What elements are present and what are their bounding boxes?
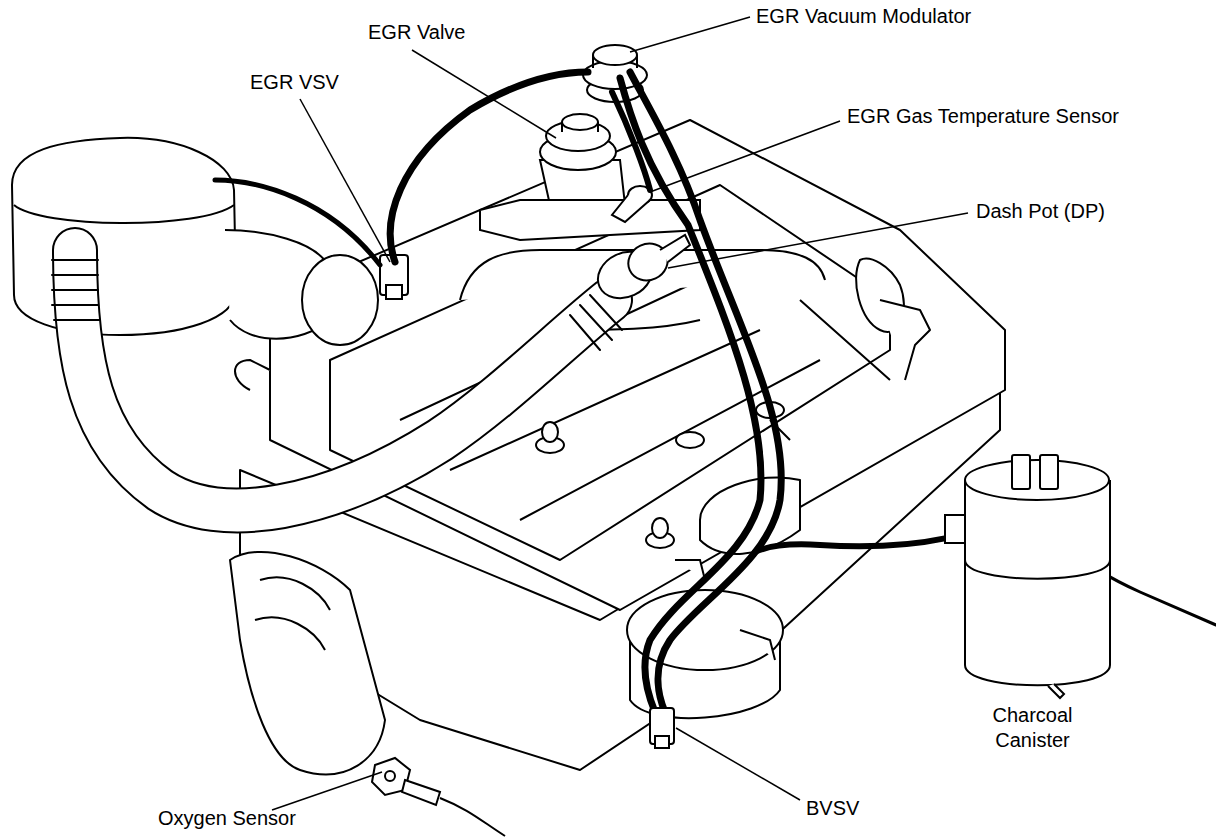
charcoal-canister-part — [965, 480, 1110, 685]
label-anchor: EGR Valve — [368, 20, 465, 45]
egr-valve-part — [562, 122, 598, 132]
charcoal-canister-part — [965, 460, 1109, 500]
spark-plug-bosses-part — [542, 422, 558, 442]
spark-plug-bosses-part — [675, 420, 790, 580]
air-cleaner-part — [12, 138, 236, 335]
leader-lines-part — [668, 213, 968, 268]
part-label: Charcoal Canister — [975, 703, 1090, 753]
vacuum-hoses-part — [390, 72, 588, 262]
dash-pot — [590, 235, 690, 307]
intake-hose-part — [52, 260, 622, 350]
bvsv — [650, 708, 674, 748]
air-cleaner-part — [302, 255, 378, 345]
part-label: EGR Valve — [368, 20, 465, 45]
leader-lines — [272, 17, 968, 810]
vacuum-hoses — [215, 72, 1216, 712]
distributor-part — [740, 630, 775, 660]
vacuum-hoses-part — [620, 78, 761, 712]
leader-lines-part — [650, 121, 840, 192]
leader-lines-part — [272, 772, 382, 810]
intake-hose — [52, 250, 622, 510]
leader-lines-part — [630, 17, 750, 52]
egr-valve — [480, 114, 700, 240]
air-cleaner-part — [14, 205, 234, 223]
dash-pot-part — [622, 237, 673, 287]
engine-block-part — [230, 552, 385, 774]
engine-block-part — [235, 360, 270, 390]
part-label: EGR Gas Temperature Sensor — [847, 104, 1119, 129]
spark-plug-bosses-part — [652, 518, 668, 538]
bvsv-part — [655, 736, 669, 748]
charcoal-canister-part — [1048, 684, 1064, 698]
charcoal-canister — [945, 455, 1110, 698]
egr-gas-temperature-sensor-part — [612, 195, 650, 222]
dash-pot-part — [660, 235, 690, 262]
leader-lines-part — [412, 50, 556, 138]
engine-block-part — [880, 300, 930, 380]
label-anchor: BVSV — [806, 796, 859, 821]
label-anchor: EGR Gas Temperature Sensor — [847, 104, 1119, 129]
charcoal-canister-part — [965, 560, 1110, 579]
oxygen-sensor — [372, 758, 505, 836]
engine-block-part — [330, 185, 890, 560]
egr-gas-temperature-sensor — [612, 186, 652, 222]
label-anchor: Dash Pot (DP) — [976, 199, 1105, 224]
engine-block — [230, 120, 1005, 774]
charcoal-canister-part — [945, 515, 967, 543]
leader-lines-part — [300, 99, 390, 262]
part-label: BVSV — [806, 796, 859, 821]
engine-block-part — [255, 577, 330, 650]
label-anchor: Charcoal Canister — [975, 703, 1090, 753]
charcoal-canister-part — [1040, 455, 1058, 489]
leader-lines-part — [676, 728, 800, 800]
oxygen-sensor-part — [440, 798, 505, 836]
vacuum-hoses-part — [215, 180, 380, 265]
egr-vacuum-modulator-part — [593, 55, 637, 68]
intake-hose-part — [75, 250, 610, 510]
egr-vsv-part — [386, 285, 402, 299]
intake-hose-part — [75, 250, 610, 510]
egr-vacuum-modulator-part — [593, 45, 637, 65]
spark-plug-bosses-part — [676, 432, 704, 448]
oxygen-sensor-part — [385, 771, 395, 781]
egr-valve-part — [562, 114, 598, 130]
egr-valve-part — [480, 200, 700, 240]
label-anchor: EGR VSV — [250, 70, 339, 95]
engine-block-part — [270, 120, 1005, 610]
label-anchor: Oxygen Sensor — [158, 806, 296, 831]
oxygen-sensor-part — [402, 780, 440, 805]
label-anchor: EGR Vacuum Modulator — [756, 4, 971, 29]
part-label: EGR Vacuum Modulator — [756, 4, 971, 29]
part-label: Oxygen Sensor — [158, 806, 296, 831]
charcoal-canister-part — [1012, 455, 1030, 489]
part-label: Dash Pot (DP) — [976, 199, 1105, 224]
part-label: EGR VSV — [250, 70, 339, 95]
